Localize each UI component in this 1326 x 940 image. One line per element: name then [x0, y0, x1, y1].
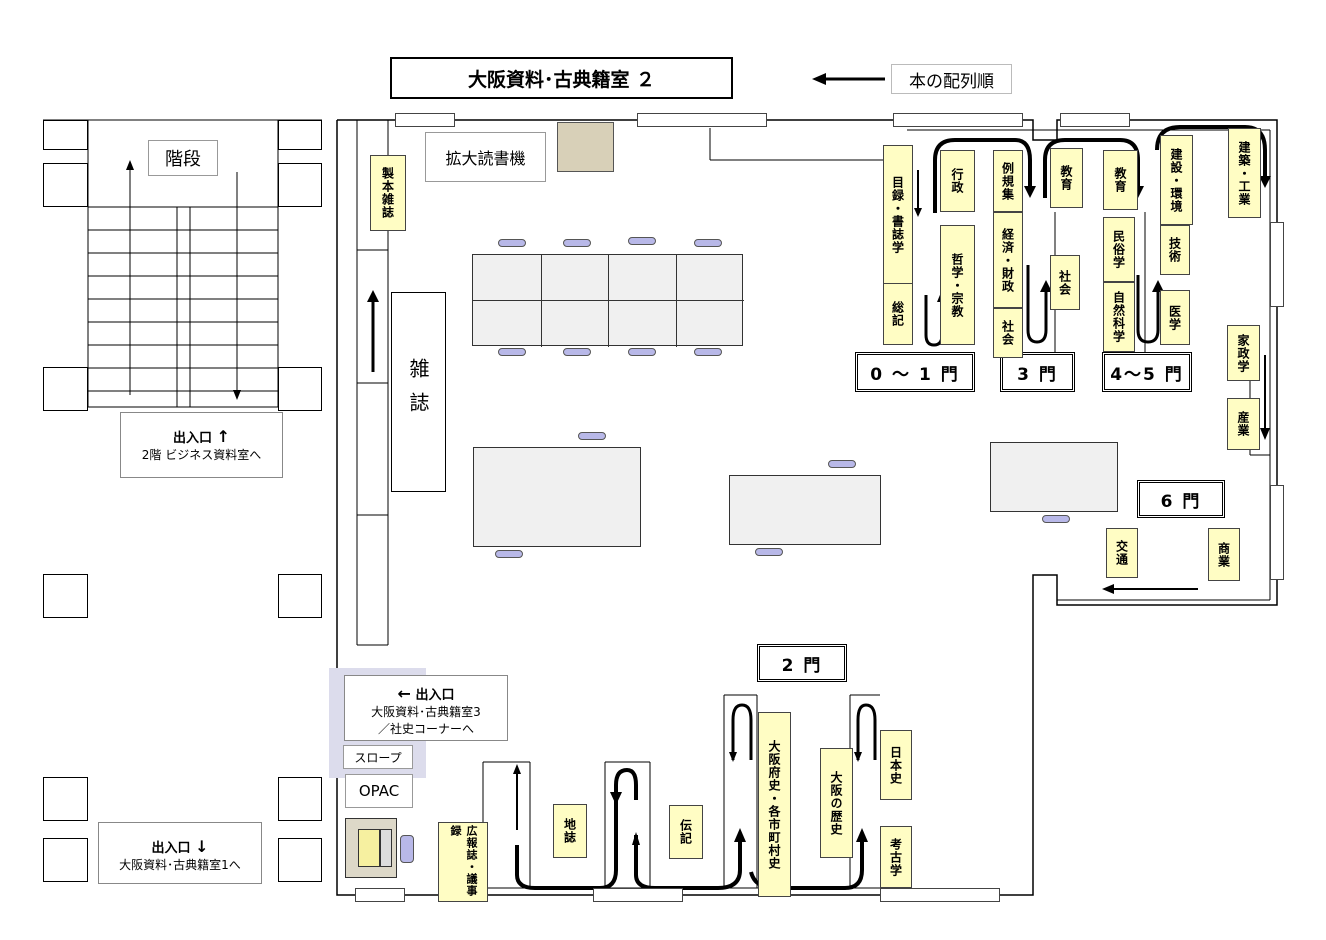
shelf-gyosei[interactable]: 行政 — [940, 150, 975, 212]
chair — [498, 348, 526, 356]
exit-room3[interactable]: ← 出入口 大阪資料･古典籍室3 ／社史コーナーへ — [344, 675, 508, 741]
shelf-koho[interactable]: 広報誌・議事録 — [438, 822, 488, 902]
exit-room1[interactable]: 出入口 ↓ 大阪資料･古典籍室1へ — [98, 822, 262, 884]
shelf-kenchiku[interactable]: 建築・工業 — [1228, 128, 1261, 218]
shelf-kotsu[interactable]: 交通 — [1106, 528, 1138, 578]
exit-room1-label: 出入口 — [151, 841, 191, 856]
window — [1270, 485, 1284, 580]
class-sign-4-5: 4～5 門 — [1102, 352, 1192, 392]
chair — [628, 348, 656, 356]
chair — [755, 548, 783, 556]
exit-room1-destination: 大阪資料･古典籍室1へ — [119, 858, 241, 872]
shelf-kyoiku-2[interactable]: 教育 — [1103, 150, 1138, 210]
shelf-kokogaku[interactable]: 考古学 — [880, 826, 912, 888]
shelf-gijutsu[interactable]: 技術 — [1160, 225, 1190, 275]
shelf-fushi[interactable]: 大阪府史・各市町村史 — [758, 712, 791, 897]
reading-table-large — [472, 254, 744, 347]
pillar — [43, 777, 88, 821]
pillar — [43, 574, 88, 618]
slope-label: スロープ — [343, 745, 413, 769]
chair — [495, 550, 523, 558]
pillar — [278, 367, 322, 411]
magazine-rack-label: 雑誌 — [406, 358, 430, 426]
window — [893, 113, 1023, 127]
exit-room3-label: 出入口 — [415, 688, 455, 703]
shelf-reikishu[interactable]: 例規集 — [993, 150, 1023, 212]
chair — [563, 348, 591, 356]
chair — [563, 239, 591, 247]
class-sign-2: 2 門 — [757, 644, 847, 682]
chair — [828, 460, 856, 468]
magnifier-label: 拡大読書機 — [425, 132, 546, 182]
shelf-mokuroku[interactable]: 目録・書誌学 — [883, 145, 913, 285]
page-title: 大阪資料･古典籍室 ２ — [390, 57, 733, 99]
class-sign-0-1: 0 ～ 1 門 — [855, 352, 975, 392]
chair — [628, 237, 656, 245]
shelf-osaka-rekishi[interactable]: 大阪の歴史 — [820, 748, 853, 858]
class-sign-3: 3 門 — [1000, 352, 1075, 392]
shelf-igaku[interactable]: 医学 — [1160, 290, 1190, 345]
shelf-keizai[interactable]: 経済・財政 — [993, 212, 1023, 308]
pillar — [43, 120, 88, 150]
reading-table — [473, 447, 641, 547]
exit-upstairs[interactable]: 出入口 ↑ 2階 ビジネス資料室へ — [120, 412, 283, 478]
pillar — [278, 777, 322, 821]
shelf-kasei[interactable]: 家政学 — [1227, 325, 1260, 381]
chair — [1042, 515, 1070, 523]
shelf-nihonshi[interactable]: 日本史 — [880, 730, 912, 800]
shelf-chishi[interactable]: 地誌 — [553, 804, 587, 858]
pillar — [278, 163, 322, 207]
magnifier-machine[interactable] — [557, 122, 614, 172]
pillar — [278, 574, 322, 618]
exit-room3-destination: 大阪資料･古典籍室3 — [371, 705, 481, 719]
shelf-kyoiku-1[interactable]: 教育 — [1050, 148, 1083, 208]
shelf-shizen[interactable]: 自然科学 — [1103, 282, 1135, 352]
shelf-sangyo[interactable]: 産業 — [1227, 398, 1260, 450]
window — [355, 888, 405, 902]
exit-room3-destination-2: ／社史コーナーへ — [377, 722, 474, 736]
shelf-bound-magazines: 製本雑誌 — [370, 155, 406, 231]
exit-upstairs-destination: 2階 ビジネス資料室へ — [141, 448, 262, 462]
window — [1060, 113, 1130, 127]
chair — [400, 835, 414, 863]
opac-label: OPAC — [345, 774, 413, 808]
chair — [694, 239, 722, 247]
shelf-minzoku[interactable]: 民俗学 — [1103, 217, 1135, 282]
shelf-soki[interactable]: 総記 — [883, 283, 913, 345]
window — [593, 888, 683, 902]
window — [395, 113, 455, 127]
shelf-kensetsu[interactable]: 建設・環境 — [1160, 135, 1193, 225]
reading-table — [729, 475, 881, 545]
shelf-shakai-2[interactable]: 社会 — [1050, 255, 1080, 310]
pillar — [43, 367, 88, 411]
pillar — [43, 163, 88, 207]
shelf-shogyo[interactable]: 商業 — [1208, 528, 1240, 581]
stairs-label: 階段 — [148, 140, 218, 176]
arrow-up-icon: ↑ — [216, 427, 230, 446]
shelf-denki[interactable]: 伝記 — [669, 805, 703, 859]
monitor-icon — [358, 829, 380, 867]
pillar — [43, 838, 88, 882]
reading-table — [990, 442, 1118, 512]
chair — [498, 239, 526, 247]
window — [1270, 222, 1284, 307]
opac-terminal[interactable] — [345, 818, 397, 878]
shelf-shakai-1[interactable]: 社会 — [993, 308, 1023, 358]
keyboard-icon — [380, 829, 392, 867]
window — [880, 888, 1000, 902]
exit-upstairs-label: 出入口 — [173, 431, 213, 446]
chair — [694, 348, 722, 356]
chair — [578, 432, 606, 440]
shelf-tetsugaku[interactable]: 哲学・宗教 — [940, 225, 975, 345]
window — [637, 113, 767, 127]
arrow-left-icon: ← — [397, 684, 411, 703]
pillar — [278, 838, 322, 882]
pillar — [278, 120, 322, 150]
class-sign-6: 6 門 — [1137, 480, 1225, 518]
order-legend-label: 本の配列順 — [891, 64, 1012, 94]
arrow-down-icon: ↓ — [195, 837, 209, 856]
